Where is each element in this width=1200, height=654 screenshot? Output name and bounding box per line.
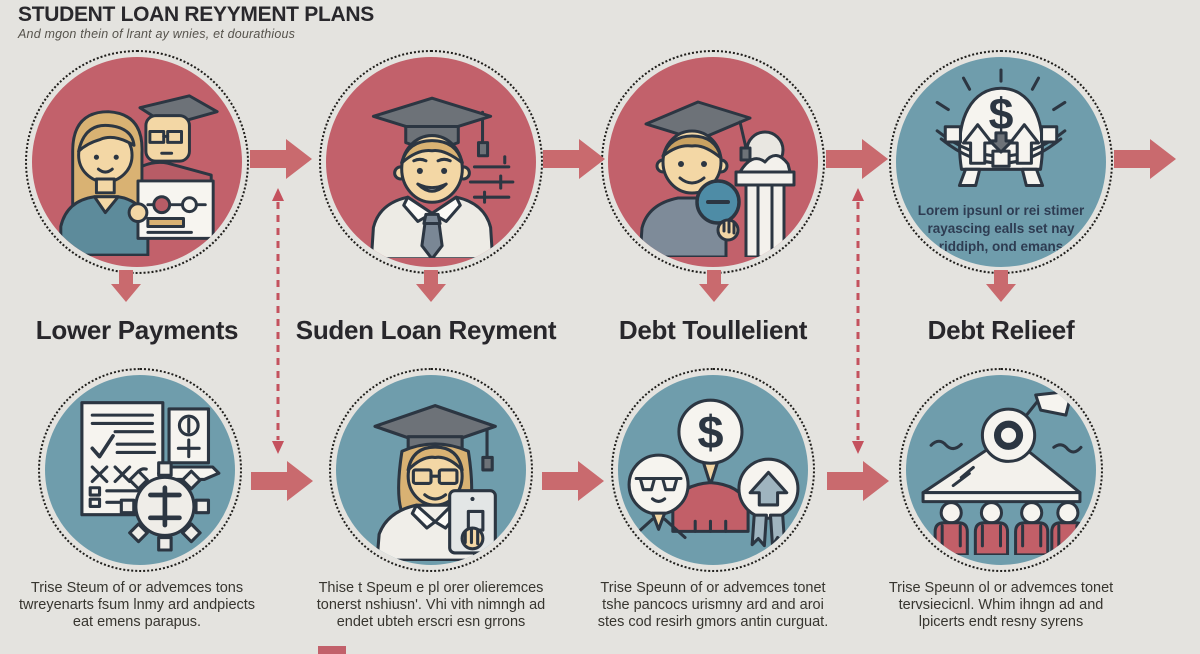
heading-suden-loan-reyment: Suden Loan Reyment xyxy=(295,315,557,345)
graduate-man-with-checklist-lines-icon xyxy=(369,96,515,259)
svg-text:$: $ xyxy=(989,90,1014,139)
right-arrow-icon xyxy=(543,139,605,179)
heading-debt-relieef: Debt Relieef xyxy=(927,315,1075,345)
circle-caption: Lorem ipsunl or rei stimer rayascing eal… xyxy=(917,203,1085,254)
dotted-ring xyxy=(329,368,533,572)
dollar-person-glasses-and-award-icon: $ xyxy=(627,398,800,548)
right-arrow-icon xyxy=(250,139,312,179)
description-suden-loan-reyment: Thise t Speum e pl orer olieremces toner… xyxy=(316,580,546,630)
description-debt-relieef: Trise Speunn ol or advemces tonet tervsi… xyxy=(888,580,1114,630)
description-lower-payments: Trise Steum of or advemces tons twreyena… xyxy=(18,580,256,630)
dotted-ring xyxy=(611,368,815,572)
decorative-red-stub xyxy=(318,646,346,654)
vertical-dashed-double-arrow-icon xyxy=(852,188,864,454)
right-arrow-icon xyxy=(826,139,888,179)
circle-bottom-4 xyxy=(906,375,1096,565)
circle-top-3 xyxy=(608,57,818,267)
heading-debt-toullelient: Debt Toullelient xyxy=(618,315,808,345)
page-subtitle: And mgon thein of lrant ay wnies, et dou… xyxy=(18,27,296,41)
vertical-dashed-double-arrow-icon xyxy=(272,188,284,454)
parents-and-graduate-holding-chart-icon xyxy=(59,94,219,256)
checklist-document-gear-dollar-icon xyxy=(80,401,221,552)
team-under-roof-with-target-flag-icon xyxy=(921,389,1086,555)
page-title: STUDENT LOAN REYYMENT PLANS xyxy=(18,3,374,26)
dotted-ring xyxy=(25,50,249,274)
dotted-ring xyxy=(38,368,242,572)
circle-top-2 xyxy=(326,57,536,267)
graduate-with-column-and-minus-lens-icon xyxy=(638,100,796,257)
dotted-ring xyxy=(899,368,1103,572)
right-arrow-icon xyxy=(827,461,889,501)
right-arrow-icon xyxy=(1114,139,1176,179)
circle-bottom-3: $ xyxy=(618,375,808,565)
heading-lower-payments: Lower Payments xyxy=(35,315,239,345)
circle-bottom-1 xyxy=(45,375,235,565)
down-arrow-icon xyxy=(699,270,729,302)
down-arrow-icon xyxy=(416,270,446,302)
down-arrow-icon xyxy=(111,270,141,302)
right-arrow-icon xyxy=(542,461,604,501)
description-debt-toullelient: Trise Speunn of or advemces tonet tshe p… xyxy=(597,580,829,630)
circle-bottom-2 xyxy=(336,375,526,565)
circle-top-1 xyxy=(32,57,242,267)
down-arrow-icon xyxy=(986,270,1016,302)
right-arrow-icon xyxy=(251,461,313,501)
circle-top-4: $ Lorem ipsunl or rei stimer rayascing e… xyxy=(896,57,1106,267)
svg-text:$: $ xyxy=(697,406,723,458)
dollar-dome-with-rising-arrows-icon: $ xyxy=(935,68,1067,188)
graduate-woman-with-tablet-icon xyxy=(373,404,497,561)
